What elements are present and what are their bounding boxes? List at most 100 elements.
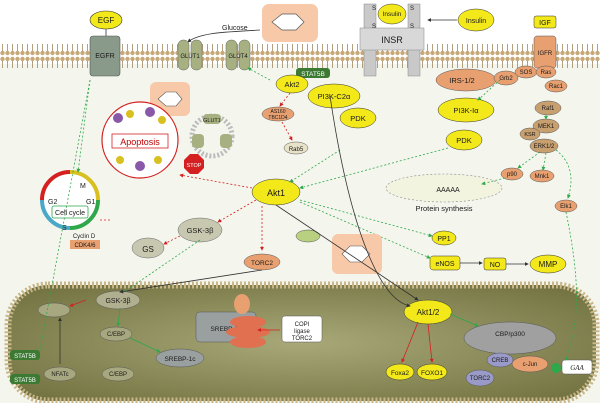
enos-label: eNOS (435, 261, 454, 268)
irs-label: IRS-1/2 (449, 76, 474, 85)
stop-label: STOP (187, 163, 202, 169)
grb2-node (493, 70, 519, 86)
p90-label: p90 (507, 172, 518, 178)
ras-node (535, 65, 557, 79)
rab5-label: Rab5 (289, 147, 304, 153)
creb-node (486, 352, 514, 368)
cbp-label: CBP/p300 (495, 331, 525, 338)
torc2-label: TORC2 (251, 260, 273, 267)
cell-cycle-label: Cell cycle (55, 210, 85, 217)
gs-label: GS (142, 245, 154, 254)
ksr-label: KSR (524, 132, 535, 138)
grb2-label: Grb2 (499, 76, 513, 82)
glucose-ring-icon (271, 13, 305, 31)
igf-label: IGF (539, 20, 551, 27)
m-phase-label: M (80, 183, 86, 190)
apoptotic-bodies-icon (113, 107, 166, 171)
pdk-node-2 (445, 129, 483, 151)
torc2-bottom-label: TORC2 (470, 376, 491, 382)
g2-phase-label: G2 (48, 199, 57, 206)
rab5-node (283, 141, 309, 155)
rac1-label: Rac1 (549, 84, 564, 90)
s1-label: S (372, 6, 376, 12)
g1-phase-label: G1 (86, 199, 95, 206)
torc2-bottom-node (465, 369, 495, 387)
aaaaa-label: AAAAA (436, 187, 460, 194)
gsk3b-nuclear-node (95, 290, 141, 310)
protein-synthesis-label: Protein synthesis (415, 204, 472, 213)
stat5b-nuclear-node-2 (10, 374, 40, 384)
cbp-p300-node (463, 321, 557, 355)
stop-sign-icon (184, 154, 204, 174)
stat5b-nuclear-label-2: STAT5B (14, 378, 36, 384)
pp1-node (431, 230, 457, 246)
cdk-box (70, 240, 100, 249)
glut4-label: GLUT4 (228, 54, 248, 60)
pi3k1a-label: PI3K-Iα (453, 106, 479, 115)
erk12-label: ERK1/2 (534, 144, 555, 150)
foxo1-node (416, 363, 448, 381)
torc2-nuclear-label: TORC2 (292, 336, 313, 342)
s-phase-label: S (62, 225, 67, 232)
elk1-label: Elk1 (560, 204, 572, 210)
nfatc-node (43, 366, 77, 382)
akt2-node (275, 74, 309, 94)
pi3kc2a-label: PI3K-C2α (318, 92, 351, 101)
mmp-node (529, 254, 567, 274)
egf-label: EGF (98, 16, 115, 25)
s3-label: S (372, 24, 376, 30)
gs-node (131, 237, 165, 259)
apoptosis-box (111, 133, 169, 149)
nuclear-membrane (4, 281, 600, 403)
mek1-label: MEK1 (538, 124, 555, 130)
glucose-ring-icon-lower (341, 245, 371, 263)
insulin-node (457, 8, 495, 32)
raf1-node (534, 100, 562, 116)
gsk3b-label: GSK-3β (187, 226, 215, 235)
cebp-label: C/EBP (107, 332, 125, 338)
insulin-bound-label: Insulin (383, 11, 402, 18)
pi3k1a-node (437, 97, 495, 123)
glut4-transporter (225, 39, 251, 71)
glut-vesicle-label: GLUT1 (203, 118, 221, 124)
golgi-icon (226, 294, 270, 348)
srebp1c-label: SREBP-1c (164, 356, 196, 363)
glut-vesicle (189, 113, 235, 159)
nfatc-node-upper (37, 302, 71, 318)
pdk-node-1 (339, 107, 377, 129)
akt2-label: Akt2 (284, 80, 299, 89)
nfatc-label: NFATc (51, 372, 68, 378)
as160-node (261, 106, 295, 122)
pi3kc2a-node (307, 83, 361, 109)
cebp-node (99, 326, 133, 342)
tbc1d4-label: TBC1D4 (268, 115, 287, 121)
gsk3b-nuclear-label: GSK-3β (105, 298, 130, 305)
erk12-node (529, 138, 559, 154)
cdk-label: CDK4/6 (74, 243, 96, 249)
glucose-ring-icon-inner (157, 91, 183, 107)
cebp-label-2: C/EBP (109, 372, 127, 378)
stat5b-node (296, 68, 330, 78)
glut1-label: GLUT1 (180, 54, 200, 60)
stat5b-label: STAT5B (301, 71, 325, 78)
insulin-label: Insulin (466, 18, 486, 25)
sos-label: SOS (520, 70, 533, 76)
insr-receptor (359, 27, 425, 51)
gsk3b-node (177, 217, 223, 243)
stat5b-nuclear-node-1 (10, 350, 40, 360)
egfr-label: EGFR (95, 53, 114, 60)
s2-label: S (410, 6, 414, 12)
srebp1c-node (155, 348, 205, 368)
plus-icon (551, 363, 561, 373)
cjun-cfos-label: c-Jun (523, 362, 538, 368)
igfr-label: IGFR (538, 51, 553, 57)
no-label: NO (490, 262, 501, 269)
foxa2-node (385, 363, 415, 381)
akt12-label: Akt1/2 (417, 308, 440, 317)
glucose-sensor-node (295, 229, 321, 243)
igf-node (533, 15, 557, 29)
glut1-transporter (177, 39, 203, 71)
rac1-node (544, 79, 568, 93)
copi-label: COPI (295, 322, 310, 328)
